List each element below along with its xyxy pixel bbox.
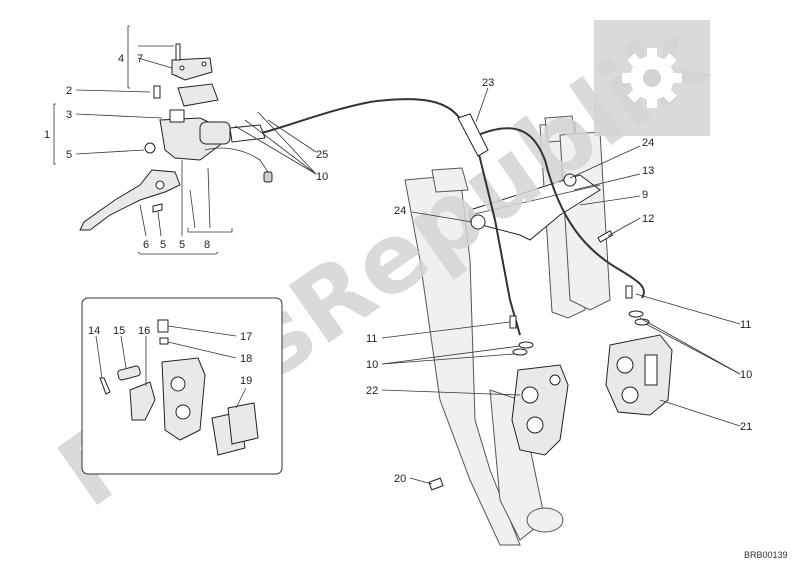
- callout-8: 8: [204, 239, 210, 251]
- callout-17: 17: [240, 331, 252, 343]
- callout-1: 1: [44, 129, 50, 141]
- callout-9: 9: [642, 189, 648, 201]
- callout-7: 7: [137, 53, 143, 65]
- callout-22: 22: [366, 385, 378, 397]
- brake-lever: [79, 169, 181, 231]
- callout-10: 10: [740, 369, 752, 381]
- callout-5: 5: [160, 239, 166, 251]
- hose-fittings: [428, 173, 650, 491]
- master-cylinder-assembly: [144, 43, 273, 183]
- callout-6: 6: [143, 239, 149, 251]
- callout-14: 14: [88, 325, 100, 337]
- callout-5: 5: [179, 239, 185, 251]
- callout-24: 24: [642, 137, 654, 149]
- leader-lines: [53, 25, 741, 485]
- callout-11: 11: [366, 333, 377, 345]
- left-brake-caliper: [511, 364, 569, 456]
- callout-10: 10: [366, 359, 378, 371]
- callout-25: 25: [316, 149, 328, 161]
- callout-11: 11: [740, 319, 751, 331]
- gear-icon: [594, 20, 710, 136]
- inset-panel: [81, 297, 283, 475]
- callout-labels: 4 7 2 3 1 5 6 5 5 8 25 10 23 24 13 9 12 …: [44, 53, 788, 560]
- callout-4: 4: [118, 53, 124, 65]
- callout-23: 23: [482, 77, 494, 89]
- diagram-code: BRB00139: [744, 550, 788, 560]
- callout-12: 12: [642, 213, 654, 225]
- callout-20: 20: [394, 473, 406, 485]
- right-brake-caliper: [605, 334, 673, 416]
- callout-3: 3: [66, 109, 72, 121]
- callout-18: 18: [240, 353, 252, 365]
- callout-10: 10: [316, 171, 328, 183]
- callout-24: 24: [394, 205, 406, 217]
- callout-21: 21: [740, 421, 752, 433]
- callout-19: 19: [240, 375, 252, 387]
- callout-2: 2: [66, 85, 72, 97]
- callout-5: 5: [66, 149, 72, 161]
- brake-hoses: [261, 98, 645, 336]
- callout-15: 15: [113, 325, 125, 337]
- callout-16: 16: [138, 325, 150, 337]
- callout-13: 13: [642, 165, 654, 177]
